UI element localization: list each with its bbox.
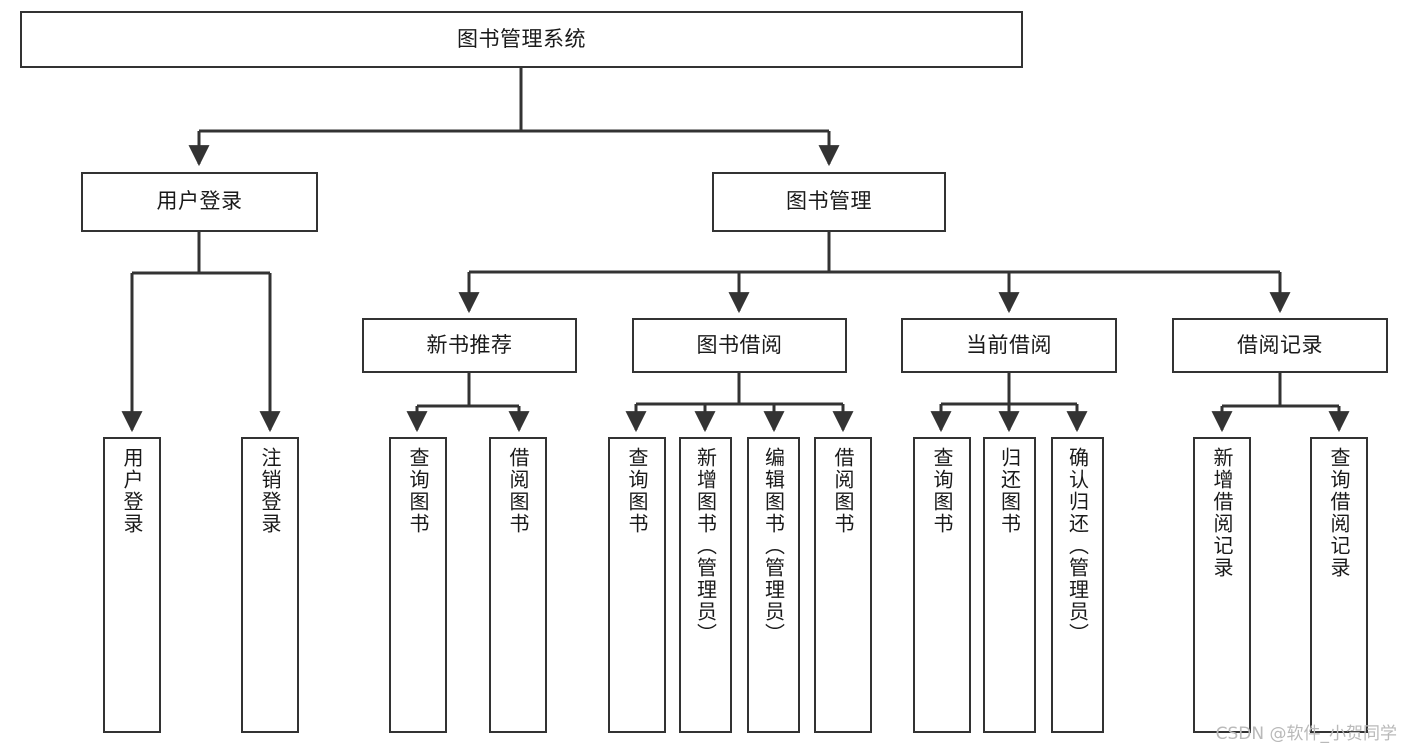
node-leaf-query-book-2[interactable]: 查询图书 bbox=[608, 437, 666, 733]
node-book-borrow[interactable]: 图书借阅 bbox=[632, 318, 847, 373]
node-leaf-edit-book[interactable]: 编辑图书（管理员） bbox=[747, 437, 800, 733]
node-leaf-return-book[interactable]: 归还图书 bbox=[983, 437, 1036, 733]
node-borrow-record[interactable]: 借阅记录 bbox=[1172, 318, 1388, 373]
node-root[interactable]: 图书管理系统 bbox=[20, 11, 1023, 68]
node-leaf-confirm-return[interactable]: 确认归还（管理员） bbox=[1051, 437, 1104, 733]
node-borrow-record-label: 借阅记录 bbox=[1237, 332, 1323, 357]
node-leaf-query-book-3-label: 查询图书 bbox=[930, 447, 954, 535]
node-book-manage[interactable]: 图书管理 bbox=[712, 172, 946, 232]
node-leaf-logout-login[interactable]: 注销登录 bbox=[241, 437, 299, 733]
node-leaf-confirm-return-label: 确认归还（管理员） bbox=[1065, 447, 1090, 645]
node-leaf-query-record[interactable]: 查询借阅记录 bbox=[1310, 437, 1368, 733]
node-user-login-label: 用户登录 bbox=[156, 189, 243, 214]
node-leaf-edit-book-label: 编辑图书（管理员） bbox=[761, 447, 786, 645]
node-leaf-add-book[interactable]: 新增图书（管理员） bbox=[679, 437, 732, 733]
node-new-book-recommend[interactable]: 新书推荐 bbox=[362, 318, 577, 373]
node-leaf-query-book-1[interactable]: 查询图书 bbox=[389, 437, 447, 733]
csdn-watermark: CSDN @软件_小贺同学 bbox=[1215, 724, 1397, 744]
node-leaf-logout-login-label: 注销登录 bbox=[258, 447, 282, 535]
node-leaf-query-book-1-label: 查询图书 bbox=[406, 447, 430, 535]
node-leaf-query-book-2-label: 查询图书 bbox=[625, 447, 649, 535]
node-leaf-add-record[interactable]: 新增借阅记录 bbox=[1193, 437, 1251, 733]
node-leaf-borrow-book-2-label: 借阅图书 bbox=[831, 447, 855, 535]
node-book-borrow-label: 图书借阅 bbox=[696, 332, 783, 357]
node-book-manage-label: 图书管理 bbox=[786, 189, 872, 214]
node-root-label: 图书管理系统 bbox=[457, 26, 586, 51]
node-leaf-borrow-book-2[interactable]: 借阅图书 bbox=[814, 437, 872, 733]
node-leaf-borrow-book-1-label: 借阅图书 bbox=[506, 447, 530, 535]
node-leaf-user-login[interactable]: 用户登录 bbox=[103, 437, 161, 733]
node-leaf-add-record-label: 新增借阅记录 bbox=[1210, 447, 1234, 579]
node-current-borrow-label: 当前借阅 bbox=[966, 332, 1052, 357]
node-leaf-return-book-label: 归还图书 bbox=[997, 447, 1022, 535]
node-leaf-user-login-label: 用户登录 bbox=[120, 447, 144, 535]
node-leaf-add-book-label: 新增图书（管理员） bbox=[693, 447, 718, 645]
node-current-borrow[interactable]: 当前借阅 bbox=[901, 318, 1117, 373]
node-leaf-query-record-label: 查询借阅记录 bbox=[1327, 447, 1351, 579]
node-user-login[interactable]: 用户登录 bbox=[81, 172, 318, 232]
node-new-book-recommend-label: 新书推荐 bbox=[426, 332, 513, 357]
node-leaf-query-book-3[interactable]: 查询图书 bbox=[913, 437, 971, 733]
node-leaf-borrow-book-1[interactable]: 借阅图书 bbox=[489, 437, 547, 733]
